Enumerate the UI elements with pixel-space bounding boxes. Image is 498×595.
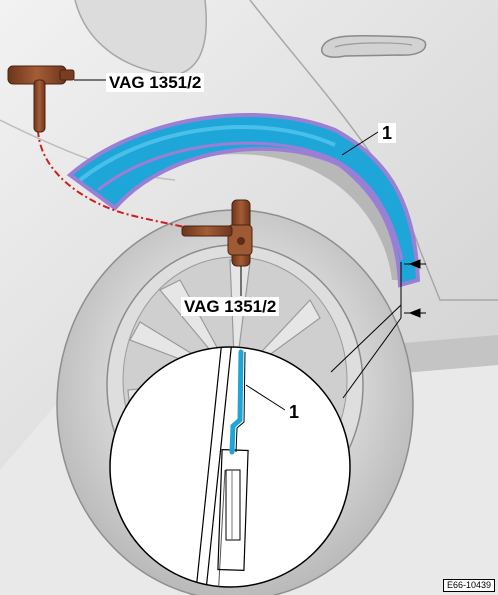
- hot-air-blower-bottom-icon: [181, 199, 253, 267]
- door-handle-icon: [321, 34, 427, 58]
- magnifier-connector-right: [342, 317, 402, 399]
- trim-ridge: [78, 125, 336, 182]
- measurement-marks: [400, 259, 426, 318]
- detail-section: [194, 347, 249, 587]
- callout-main: 1: [378, 123, 397, 143]
- hot-air-blower-top-icon: [7, 65, 75, 133]
- leader-callout-main: [341, 131, 379, 156]
- callout-detail: 1: [285, 402, 304, 422]
- magnifier-connector-left: [330, 304, 402, 373]
- wheel-arch-shadow: [95, 134, 402, 280]
- tool-label-top: VAG 1351/2: [106, 73, 205, 92]
- trim-lip: [97, 141, 404, 261]
- figure-code: E66-10439: [442, 579, 495, 592]
- door-line: [249, 0, 498, 301]
- tool-label-bottom: VAG 1351/2: [181, 297, 280, 316]
- detail-trim-profile: [229, 349, 244, 455]
- leader-callout-detail: [245, 384, 286, 411]
